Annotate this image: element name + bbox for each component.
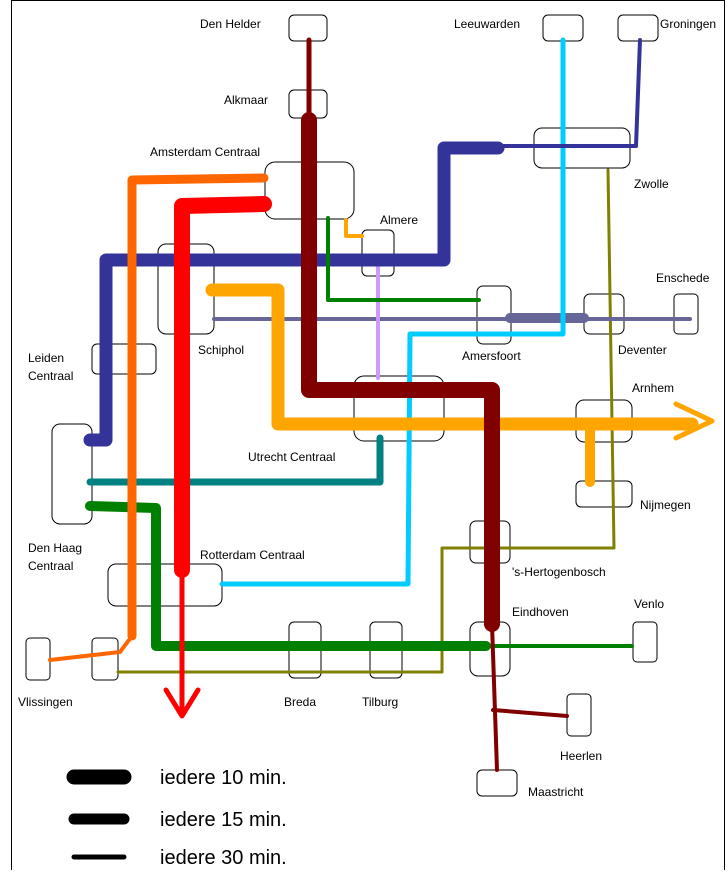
line-sky[interactable]	[219, 37, 566, 587]
arnhem-arrow	[673, 401, 715, 441]
station-box-maastricht[interactable]	[476, 769, 518, 797]
legend-label-30min: iedere 30 min.	[160, 847, 287, 869]
label-nijmegen: Nijmegen	[640, 498, 691, 512]
line-navy-thin[interactable]	[496, 38, 642, 148]
label-leiden-line2: Centraal	[28, 369, 73, 383]
line-green[interactable]	[85, 501, 491, 651]
station-box-venlo[interactable]	[632, 621, 658, 663]
line-maroon-heerlen[interactable]	[491, 708, 569, 718]
station-box-rotterdam-centraal[interactable]	[107, 563, 223, 607]
line-orange[interactable]	[205, 283, 699, 431]
red-arrow	[163, 687, 201, 719]
label-zwolle: Zwolle	[634, 177, 669, 191]
label-deventer: Deventer	[618, 343, 667, 357]
label-leeuwarden: Leeuwarden	[454, 17, 520, 31]
label-s-hertogenbosch: 's-Hertogenbosch	[512, 565, 606, 579]
station-box-groningen[interactable]	[617, 14, 659, 42]
label-schiphol: Schiphol	[198, 343, 244, 357]
station-box-vlissingen[interactable]	[25, 637, 51, 681]
label-heerlen: Heerlen	[560, 749, 602, 763]
station-box-deventer[interactable]	[583, 293, 625, 335]
label-venlo: Venlo	[634, 597, 664, 611]
station-box-den-haag-centraal[interactable]	[51, 423, 93, 525]
line-maroon[interactable]	[301, 112, 500, 632]
map-frame	[11, 0, 725, 870]
label-tilburg: Tilburg	[362, 695, 398, 709]
station-labels: Den Helder Alkmaar Amsterdam Centraal Al…	[18, 17, 716, 799]
label-arnhem: Arnhem	[632, 381, 674, 395]
legend-label-15min: iedere 15 min.	[160, 809, 287, 831]
station-box-heerlen[interactable]	[566, 693, 592, 737]
legend: iedere 10 min. iedere 15 min. iedere 30 …	[66, 767, 287, 869]
station-boxes	[25, 14, 699, 797]
line-red[interactable]	[174, 196, 272, 578]
label-groningen: Groningen	[660, 17, 716, 31]
label-leiden-line1: Leiden	[28, 351, 64, 365]
station-box-vlissingen-2[interactable]	[91, 637, 119, 681]
line-maroon-south[interactable]	[490, 622, 499, 772]
station-box-nijmegen[interactable]	[575, 480, 633, 508]
line-orange-red-thin[interactable]	[48, 634, 134, 662]
label-eindhoven: Eindhoven	[512, 605, 569, 619]
label-amsterdam-centraal: Amsterdam Centraal	[150, 145, 260, 159]
line-orange-spur[interactable]	[344, 218, 364, 238]
label-den-haag-line2: Centraal	[28, 559, 73, 573]
label-alkmaar: Alkmaar	[224, 93, 268, 107]
label-breda: Breda	[284, 695, 316, 709]
label-almere: Almere	[380, 213, 418, 227]
label-den-helder: Den Helder	[200, 17, 261, 31]
station-box-enschede[interactable]	[673, 293, 699, 335]
label-den-haag-line1: Den Haag	[28, 541, 82, 555]
label-utrecht-centraal: Utrecht Centraal	[248, 450, 335, 464]
line-green-thin[interactable]	[326, 216, 481, 302]
label-amersfoort: Amersfoort	[462, 349, 521, 363]
legend-label-10min: iedere 10 min.	[160, 767, 287, 789]
label-vlissingen: Vlissingen	[18, 695, 73, 709]
label-maastricht: Maastricht	[528, 785, 584, 799]
line-navy[interactable]	[83, 141, 505, 447]
station-box-leiden-centraal[interactable]	[91, 343, 157, 375]
label-enschede: Enschede	[656, 271, 710, 285]
label-rotterdam-centraal: Rotterdam Centraal	[200, 548, 305, 562]
rail-lines	[48, 37, 715, 772]
station-box-utrecht-centraal[interactable]	[353, 375, 445, 442]
station-box-den-helder[interactable]	[288, 14, 328, 42]
line-orange-red[interactable]	[127, 173, 269, 641]
station-box-leeuwarden[interactable]	[542, 14, 584, 42]
